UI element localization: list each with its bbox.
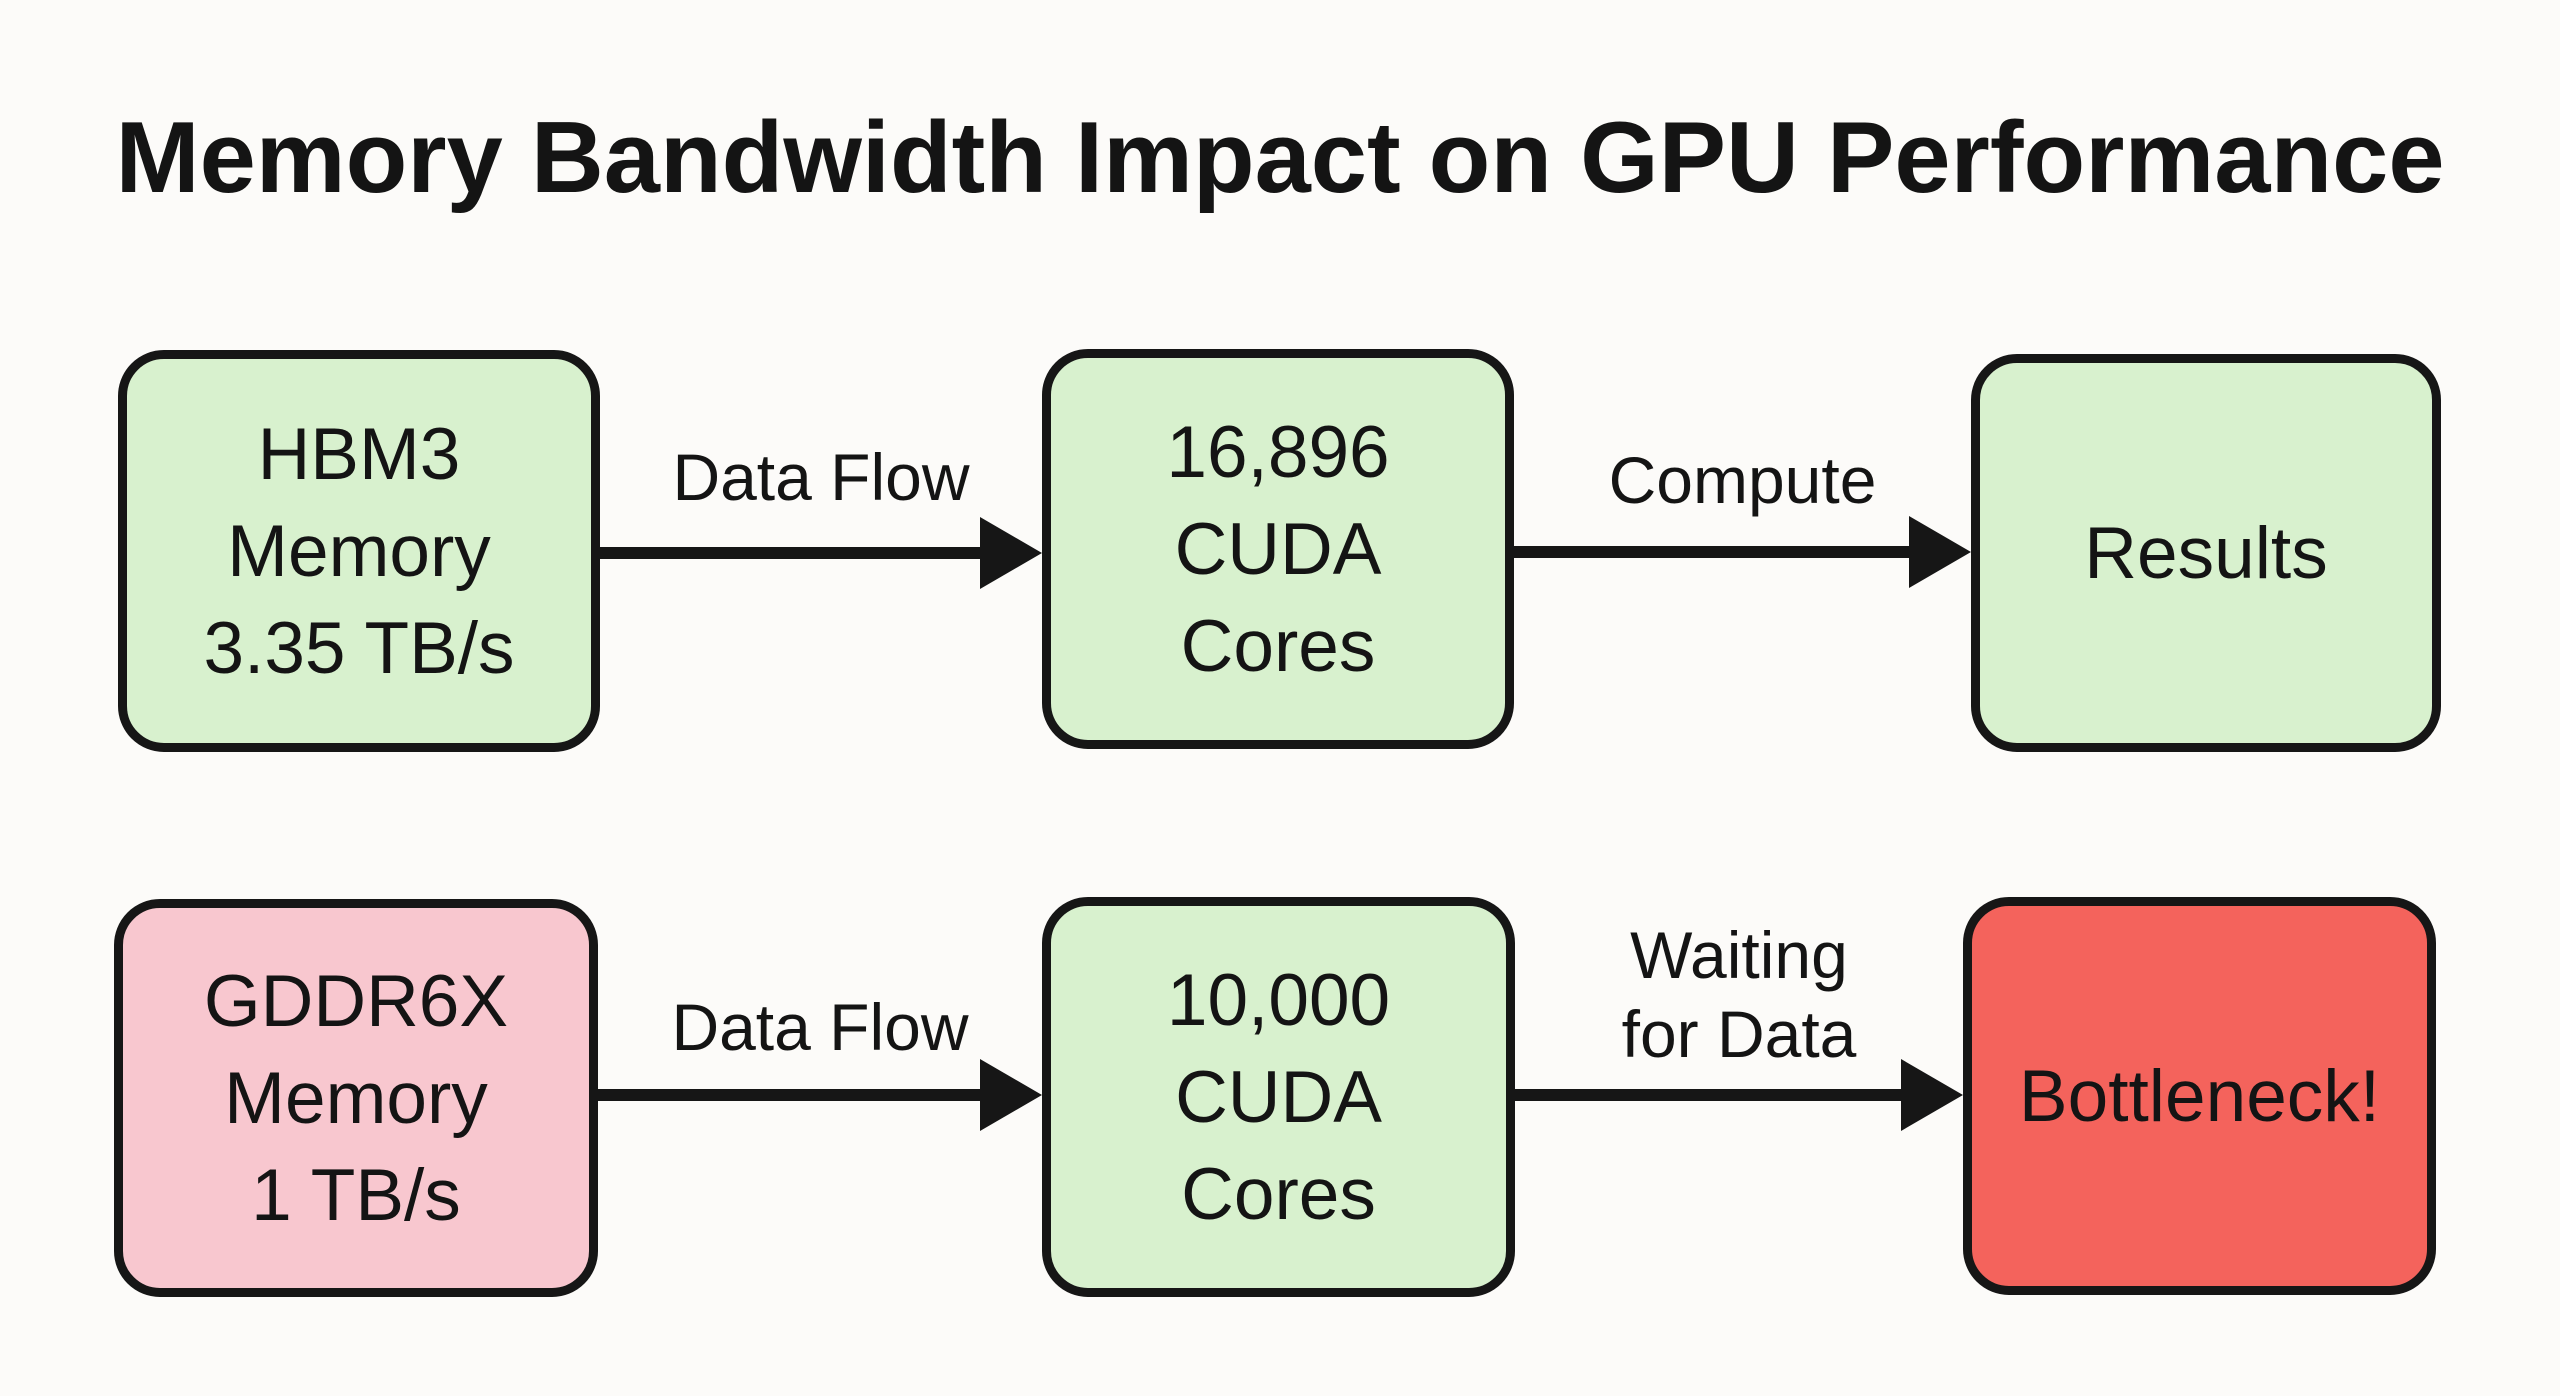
arrowhead-icon <box>1909 516 1971 588</box>
label-compute: Compute <box>1608 443 1877 517</box>
arrow-shaft <box>1514 546 1933 558</box>
label-data-flow-top: Data Flow <box>672 440 970 514</box>
node-cuda-cores-fast-label: 16,896 CUDA Cores <box>1166 411 1390 687</box>
diagram-title: Memory Bandwidth Impact on GPU Performan… <box>115 102 2445 214</box>
node-cuda-cores-fast: 16,896 CUDA Cores <box>1042 349 1514 749</box>
node-cuda-cores-slow-label: 10,000 CUDA Cores <box>1166 959 1391 1235</box>
arrow-shaft <box>598 1089 1004 1101</box>
node-results: Results <box>1971 354 2441 752</box>
arrow-waiting-for-data <box>1515 1055 1963 1135</box>
arrowhead-icon <box>980 517 1042 589</box>
node-gddr6x-memory: GDDR6X Memory 1 TB/s <box>114 899 598 1297</box>
arrow-shaft <box>1515 1089 1925 1101</box>
node-bottleneck-label: Bottleneck! <box>2018 1055 2381 1137</box>
node-bottleneck: Bottleneck! <box>1963 897 2436 1295</box>
arrow-shaft <box>600 547 1004 559</box>
node-hbm3-memory: HBM3 Memory 3.35 TB/s <box>118 350 600 752</box>
label-waiting-for-data: Waiting for Data <box>1621 918 1857 1071</box>
arrowhead-icon <box>1901 1059 1963 1131</box>
arrow-compute <box>1514 512 1971 592</box>
arrowhead-icon <box>980 1059 1042 1131</box>
arrow-data-flow-top <box>600 513 1042 593</box>
label-data-flow-bottom: Data Flow <box>671 990 969 1064</box>
arrow-data-flow-bottom <box>598 1055 1042 1135</box>
node-results-label: Results <box>2084 512 2328 594</box>
node-hbm3-memory-label: HBM3 Memory 3.35 TB/s <box>203 413 515 689</box>
node-cuda-cores-slow: 10,000 CUDA Cores <box>1042 897 1515 1297</box>
node-gddr6x-memory-label: GDDR6X Memory 1 TB/s <box>203 960 509 1236</box>
